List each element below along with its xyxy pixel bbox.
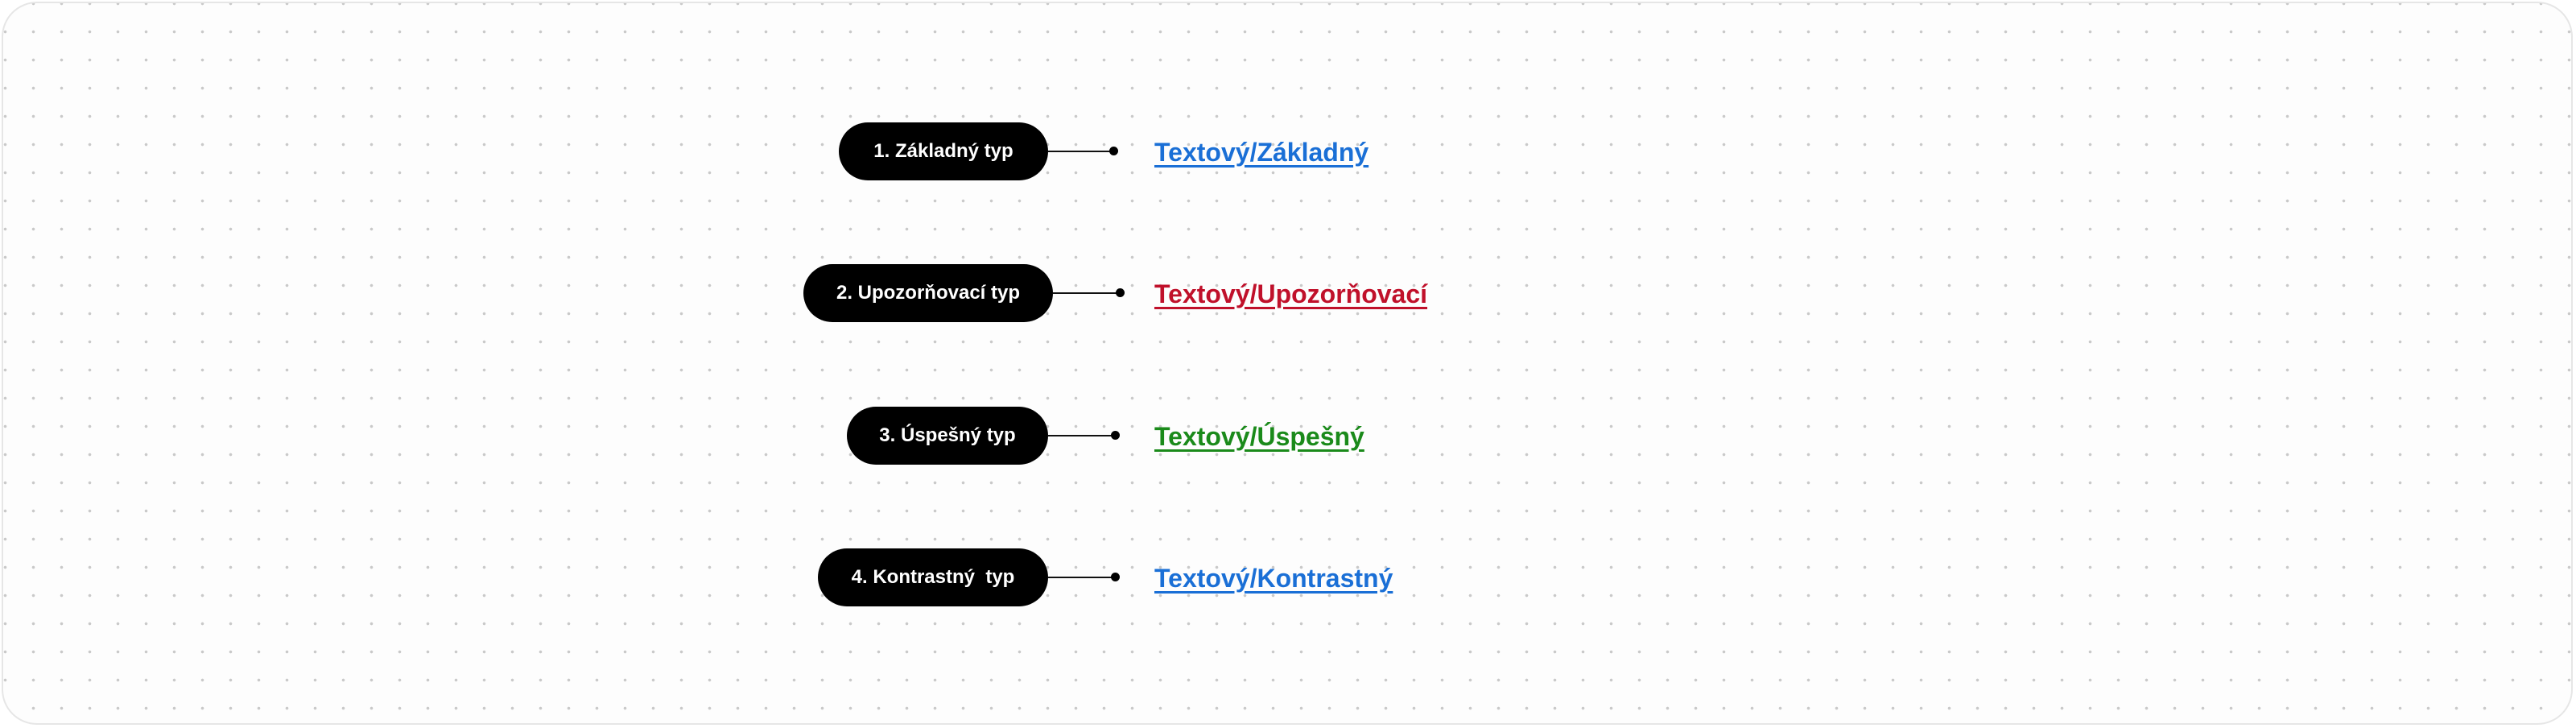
connector-line: [1048, 435, 1113, 436]
connector-dot: [1111, 431, 1120, 440]
connector-dot: [1116, 288, 1125, 297]
connector-dot: [1109, 147, 1118, 155]
link-text-success[interactable]: Textový/Úspešný: [1154, 422, 1364, 451]
link-text-warning[interactable]: Textový/Upozorňovací: [1154, 279, 1428, 308]
link-text-basic[interactable]: Textový/Základný: [1154, 138, 1369, 167]
connector-line: [1048, 151, 1113, 152]
type-label-contrast: 4. Kontrastný typ: [818, 548, 1048, 606]
connector-line: [1053, 292, 1117, 294]
connector-dot: [1111, 573, 1120, 581]
type-label-success: 3. Úspešný typ: [847, 407, 1048, 465]
type-label-warning: 2. Upozorňovací typ: [803, 264, 1053, 322]
type-label-basic: 1. Základný typ: [839, 122, 1048, 180]
link-text-contrast[interactable]: Textový/Kontrastný: [1154, 564, 1393, 593]
connector-line: [1048, 577, 1113, 578]
